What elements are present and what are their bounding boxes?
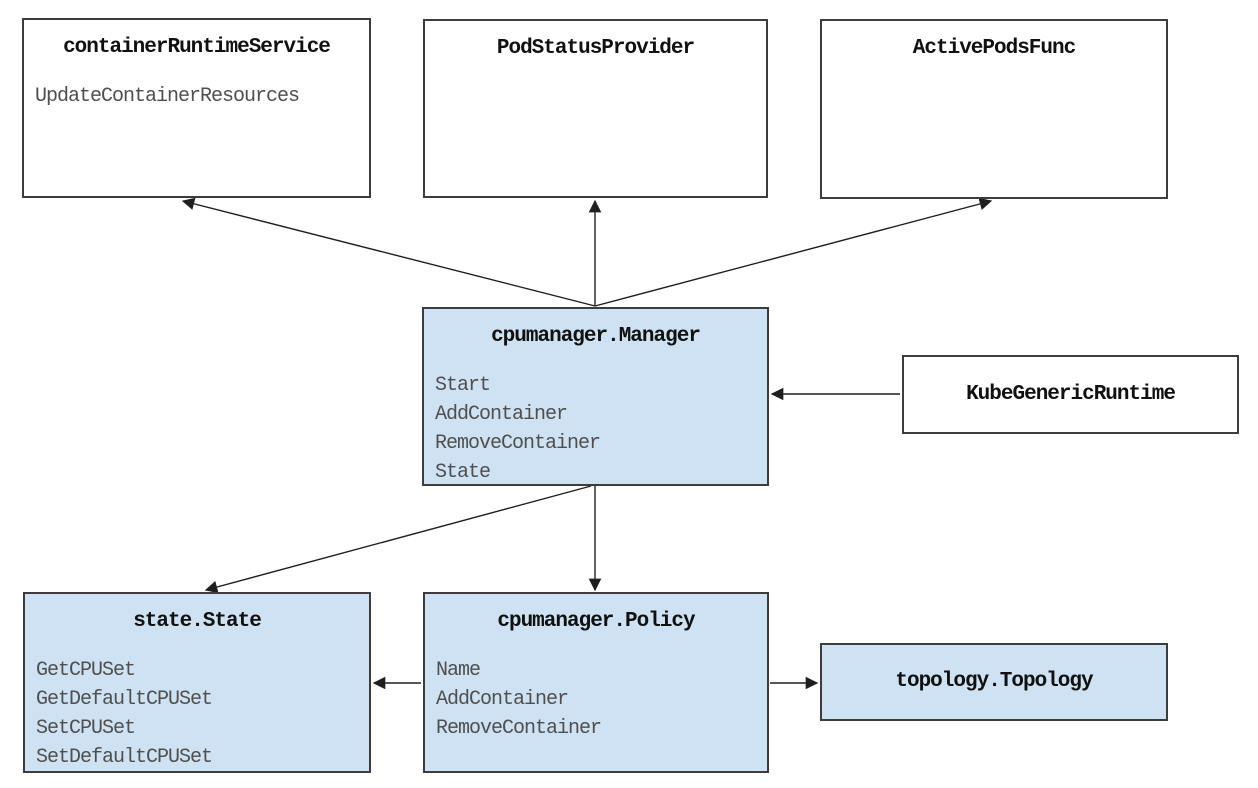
box-title: containerRuntimeService	[63, 36, 331, 59]
box-title: cpumanager.Policy	[497, 610, 695, 633]
method: Start	[435, 374, 491, 397]
arrow-manager-to-state-state	[204, 485, 592, 594]
method-list: Name AddContainer RemoveContainer	[425, 656, 767, 743]
box-title: topology.Topology	[895, 670, 1093, 693]
box-container-runtime-service: containerRuntimeService UpdateContainerR…	[22, 18, 371, 198]
box-cpumanager-policy: cpumanager.Policy Name AddContainer Remo…	[423, 592, 769, 773]
method: RemoveContainer	[435, 432, 601, 455]
box-topology-topology: topology.Topology	[820, 643, 1168, 721]
method: AddContainer	[436, 688, 569, 711]
box-cpumanager-manager: cpumanager.Manager Start AddContainer Re…	[422, 307, 769, 486]
arrow-manager-to-active-pods-func	[594, 197, 993, 307]
arrow-manager-to-container-runtime-service	[181, 197, 596, 307]
box-state-state: state.State GetCPUSet GetDefaultCPUSet S…	[23, 592, 371, 773]
box-pod-status-provider: PodStatusProvider	[423, 19, 768, 198]
box-kube-generic-runtime: KubeGenericRuntime	[902, 355, 1239, 434]
method: AddContainer	[435, 403, 568, 426]
method: Name	[436, 659, 481, 682]
box-title: ActivePodsFunc	[912, 37, 1076, 60]
method: SetDefaultCPUSet	[36, 746, 213, 769]
method: GetDefaultCPUSet	[36, 688, 213, 711]
method-list: Start AddContainer RemoveContainer State	[424, 371, 767, 487]
method: SetCPUSet	[36, 717, 136, 740]
box-title: cpumanager.Manager	[491, 325, 701, 348]
method-list: GetCPUSet GetDefaultCPUSet SetCPUSet Set…	[25, 656, 369, 772]
box-title: state.State	[133, 610, 262, 633]
method: RemoveContainer	[436, 717, 602, 740]
box-title: PodStatusProvider	[496, 37, 695, 60]
box-title: KubeGenericRuntime	[966, 382, 1176, 406]
box-active-pods-func: ActivePodsFunc	[820, 19, 1168, 199]
method: UpdateContainerResources	[35, 85, 300, 108]
method-list: UpdateContainerResources	[24, 82, 369, 111]
method: GetCPUSet	[36, 659, 136, 682]
method: State	[435, 461, 491, 484]
